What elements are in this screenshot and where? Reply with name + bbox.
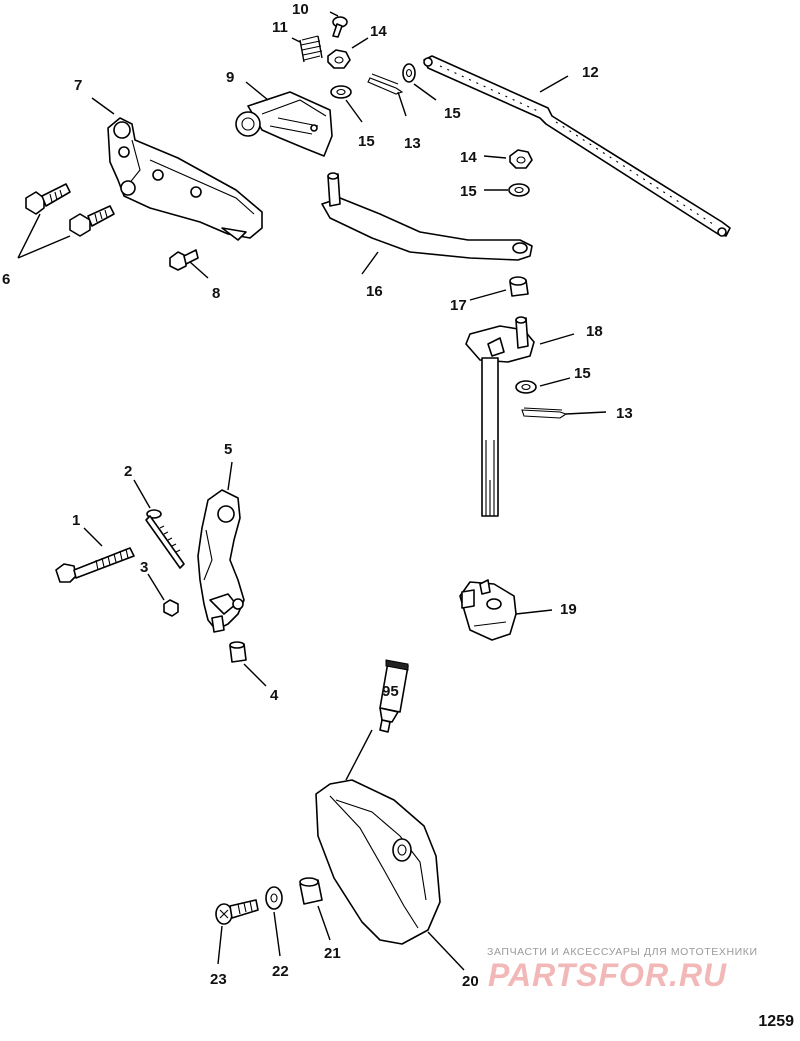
watermark-logo-text: PARTSFOR.RU [488, 957, 727, 992]
callout-17: 17 [450, 297, 467, 314]
part-6-bolt-lower [69, 205, 115, 237]
part-10-screw [332, 16, 348, 38]
part-19-switch [459, 579, 517, 641]
callout-14-top: 14 [370, 23, 387, 40]
callout-14-middle: 14 [460, 149, 477, 166]
callout-11: 11 [272, 19, 288, 36]
callout-15-middle: 15 [460, 183, 477, 200]
part-12-shift-rod [423, 55, 731, 237]
part-1-bolt [55, 547, 135, 583]
part-21-bushing [299, 877, 323, 905]
part-11-spring [299, 35, 323, 63]
callout-6: 6 [2, 271, 10, 288]
part-9-housing [235, 91, 333, 157]
callout-13-lower: 13 [616, 405, 633, 422]
callout-1: 1 [72, 512, 80, 529]
part-14-nut-middle [509, 149, 533, 169]
part-13-cotter-pin-lower [521, 407, 568, 419]
callout-15-lower: 15 [574, 365, 591, 382]
part-14-nut-top [327, 49, 351, 69]
callout-18: 18 [586, 323, 603, 340]
callout-2: 2 [124, 463, 132, 480]
callout-16: 16 [366, 283, 383, 300]
callout-3: 3 [140, 559, 148, 576]
part-5-throttle-cam [197, 489, 245, 633]
part-13-cotter-pin-top [367, 73, 404, 95]
callout-23: 23 [210, 971, 227, 988]
part-4-sleeve [229, 641, 247, 663]
callout-4: 4 [270, 687, 279, 704]
part-15-washer-lower [515, 380, 537, 394]
callout-5: 5 [224, 441, 232, 458]
callout-15-a: 15 [358, 133, 375, 150]
watermark-logo: PARTSFOR.RU [488, 957, 727, 992]
watermark-caption: ЗАПЧАСТИ И АКСЕССУАРЫ ДЛЯ МОТОТЕХНИКИ [487, 946, 758, 958]
callout-15-b: 15 [444, 105, 461, 122]
figure-number: 1259 [758, 1013, 794, 1030]
callout-22: 22 [272, 963, 289, 980]
part-22-washer [265, 886, 283, 910]
part-15-washer-b [402, 63, 416, 83]
part-2-threaded-rod [145, 509, 185, 569]
part-15-washer-middle [508, 183, 530, 197]
grease-tube-95: 95 [379, 659, 409, 733]
part-16-lever [321, 172, 533, 261]
callout-20: 20 [462, 973, 479, 990]
part-18-shift-shaft [465, 316, 535, 517]
callout-12: 12 [582, 64, 599, 81]
part-8-bolt [169, 249, 199, 271]
callout-13-top: 13 [404, 135, 421, 152]
part-17-bushing [509, 276, 529, 297]
part-6-bolt-upper [25, 183, 71, 215]
callout-numbers: 1 2 3 4 5 6 7 8 9 10 11 12 13 13 14 14 1… [2, 1, 633, 990]
callout-10: 10 [292, 1, 309, 18]
tube-label: 95 [382, 683, 399, 700]
callout-8: 8 [212, 285, 220, 302]
part-7-bracket [107, 117, 263, 241]
part-3-nut [163, 599, 179, 617]
part-23-screw [215, 899, 259, 925]
callout-9: 9 [226, 69, 234, 86]
callout-7: 7 [74, 77, 82, 94]
leader-lines [17, 11, 607, 971]
callout-21: 21 [324, 945, 341, 962]
part-15-washer-a [330, 85, 352, 99]
part-20-cover [315, 779, 441, 945]
callout-19: 19 [560, 601, 577, 618]
